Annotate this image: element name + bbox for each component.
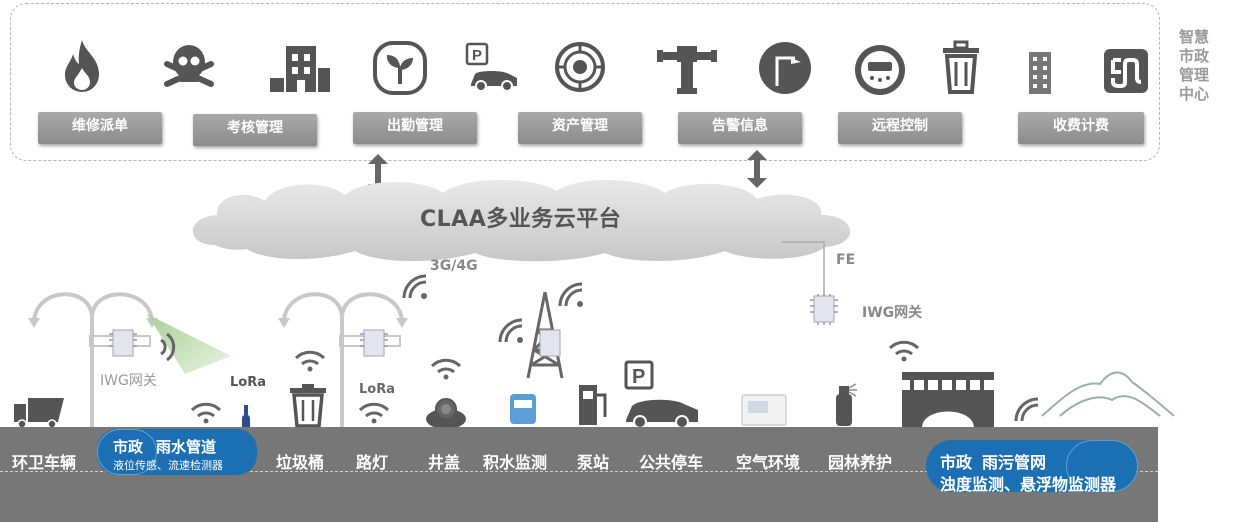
- management-center-region: [10, 3, 1160, 161]
- signal-wave-icon: [558, 282, 583, 307]
- ground-label-air-environment: 空气环境: [736, 453, 801, 472]
- side-title-line: 管理: [1178, 66, 1209, 84]
- ground-label-manhole: 井盖: [428, 453, 461, 472]
- trash-bin-icon: [290, 384, 326, 428]
- tower-building-icon: [1029, 52, 1051, 94]
- ground-label-public-parking: 公共停车: [639, 453, 704, 472]
- svg-text:P: P: [632, 366, 645, 388]
- ground-label-pump-station: 泵站: [577, 453, 610, 472]
- gateway-right-label: IWG网关: [862, 305, 923, 321]
- stumbleupon-logo-icon: [1104, 49, 1148, 93]
- trash-can-icon: [943, 40, 979, 94]
- sanitation-truck-icon: [14, 398, 64, 428]
- signal-wave-icon: [1014, 397, 1039, 422]
- side-title-line: 市政: [1178, 47, 1209, 65]
- ground-label-waterlogging: 积水监测: [483, 453, 548, 472]
- ground-label-trash-bin: 垃圾桶: [276, 453, 325, 472]
- module-button-repair-dispatch[interactable]: 维修派单: [38, 112, 162, 144]
- side-title-line: 智慧: [1178, 28, 1209, 46]
- bidirectional-arrow-icon: [747, 150, 767, 188]
- gateway-left-label: IWG网关: [100, 373, 157, 389]
- wifi-signal-icon: [294, 350, 326, 372]
- lora-beam-shape: [147, 314, 231, 374]
- sewage-network-subtitle: 雨污管网: [982, 453, 1047, 472]
- pump-station-icon: [579, 385, 607, 425]
- module-button-assessment[interactable]: 考核管理: [193, 114, 317, 146]
- module-button-attendance[interactable]: 出勤管理: [353, 112, 477, 144]
- wifi-signal-icon: [430, 358, 462, 380]
- air-monitor-icon: [741, 394, 787, 426]
- fe-label: FE: [836, 252, 856, 268]
- module-button-alarm[interactable]: 告警信息: [678, 112, 802, 144]
- spray-bottle-icon: [836, 383, 857, 426]
- wifi-signal-icon: [190, 402, 222, 424]
- bridge-icon: [902, 372, 994, 428]
- lora-label-2: LoRa: [359, 382, 395, 397]
- pipe-valve-icon: [657, 46, 717, 94]
- rain-pipe-pill-ring: [97, 429, 157, 475]
- rain-pipe-pill: [97, 429, 257, 475]
- gateway-device-icon: [539, 329, 561, 357]
- ground-label-garden: 园林养护: [828, 453, 893, 472]
- building-icon: [270, 46, 330, 92]
- fe-connector-line: [782, 241, 825, 298]
- fire-icon: [65, 40, 99, 92]
- parking-car-icon: P: [465, 42, 517, 92]
- sewage-network-title: 市政: [940, 453, 973, 472]
- rain-pipe-detail: 液位传感、流速检测器: [113, 459, 223, 472]
- manhole-cover-icon: [555, 42, 605, 92]
- signal-wave-icon: [498, 318, 523, 343]
- side-title: 智慧 市政 管理 中心: [1174, 28, 1214, 104]
- ground-label-sanitation-vehicle: 环卫车辆: [12, 453, 77, 472]
- sewage-network-pill-ring: [1066, 440, 1138, 492]
- gateway-device-icon: [109, 329, 137, 357]
- cloud-platform-shape: [192, 179, 851, 262]
- sprout-icon: [373, 41, 427, 95]
- wifi-signal-icon: [358, 402, 390, 424]
- side-title-line: 中心: [1178, 85, 1209, 103]
- lora-label-1: LoRa: [230, 375, 266, 390]
- cellular-label: 3G/4G: [430, 258, 478, 274]
- parking-car-icon: P: [624, 360, 698, 428]
- skull-icon: [164, 45, 214, 87]
- svg-text:P: P: [472, 47, 482, 64]
- ground-dashed-line: [0, 471, 1158, 472]
- cloud-platform-label: CLAA多业务云平台: [420, 207, 622, 232]
- sewage-network-pill: [926, 440, 1138, 492]
- streetlight-icon: [759, 42, 811, 94]
- module-button-remote-control[interactable]: 远程控制: [838, 112, 962, 144]
- gateway-device-icon: [360, 329, 388, 357]
- rain-pipe-title: 市政: [113, 438, 144, 456]
- gateway-device-icon: [810, 294, 838, 325]
- ground-label-street-light: 路灯: [356, 453, 389, 472]
- sewage-network-detail: 浊度监测、悬浮物监测器: [940, 475, 1117, 494]
- module-button-billing[interactable]: 收费计费: [1018, 112, 1144, 144]
- signal-wave-icon: [402, 274, 427, 299]
- wifi-signal-icon: [888, 340, 920, 362]
- rain-pipe-subtitle: 雨水管道: [156, 438, 217, 456]
- mountain-landscape-shape: [1041, 371, 1175, 417]
- signal-wave-icon: [160, 332, 176, 362]
- water-meter-icon: [510, 394, 536, 424]
- meter-icon: [855, 45, 905, 95]
- module-button-asset[interactable]: 资产管理: [518, 112, 642, 144]
- manhole-cover-icon: [426, 398, 466, 429]
